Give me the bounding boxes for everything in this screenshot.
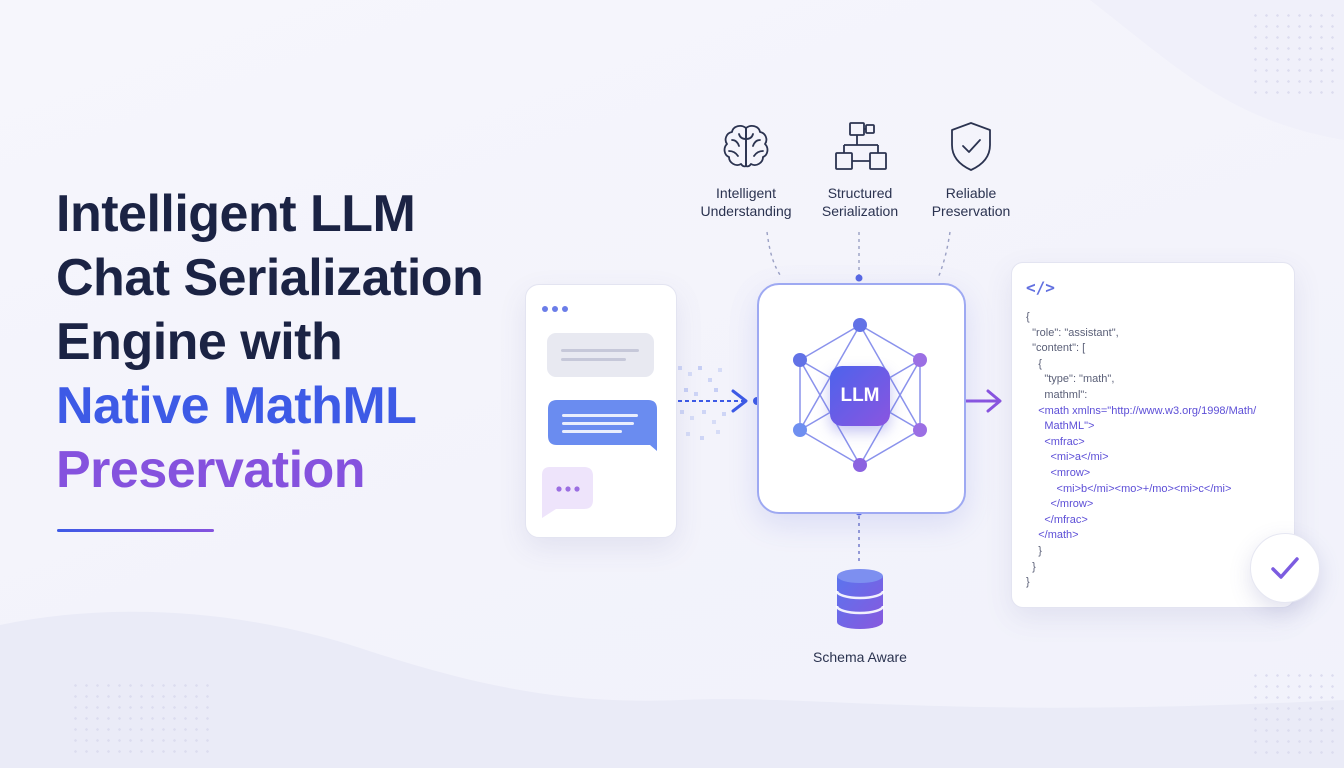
dot-pattern-top-right (1250, 10, 1340, 100)
storage-label: Schema Aware (813, 649, 907, 665)
headline-line-5: Preservation (56, 441, 366, 499)
dot-pattern-bottom-left (70, 680, 210, 760)
chat-illustration (542, 306, 657, 518)
code-line: <mfrac> (1026, 435, 1085, 448)
feature-label: Intelligent Understanding (700, 185, 792, 219)
headline-line-3: Engine with (56, 313, 343, 371)
code-brackets-icon: </> (1026, 278, 1055, 297)
headline-underline (57, 529, 214, 532)
code-line: </mrow> (1026, 498, 1094, 511)
code-line: } (1026, 560, 1036, 573)
headline-line-1: Intelligent LLM (56, 185, 416, 243)
code-line: <math xmlns="http://www.w3.org/1998/Math… (1026, 404, 1257, 417)
code-line: "role": "assistant", (1026, 326, 1119, 339)
feature-reliable-preservation: Reliable Preservation (911, 120, 1031, 220)
code-line: <mrow> (1026, 466, 1091, 479)
serialized-code: { "role": "assistant", "content": [ { "t… (1026, 310, 1256, 591)
code-line: mathml": (1026, 388, 1088, 401)
headline-line-2: Chat Serialization (56, 249, 484, 307)
feature-intelligent-understanding: Intelligent Understanding (686, 120, 806, 220)
code-line: { (1026, 311, 1030, 323)
code-line: </math> (1026, 529, 1079, 542)
headline-line-4: Native MathML (56, 377, 417, 435)
llm-chip: LLM (830, 366, 890, 426)
dot-pattern-bottom-right (1250, 670, 1340, 760)
code-line: "type": "math", (1026, 373, 1115, 386)
success-badge (1250, 533, 1320, 603)
feature-structured-serialization: Structured Serialization (800, 120, 920, 220)
code-line: MathML"> (1026, 420, 1095, 433)
code-line: } (1026, 544, 1042, 557)
code-line: <mi>a</mi> (1026, 451, 1109, 464)
brain-icon (723, 125, 769, 168)
serialized-output-card (1011, 262, 1295, 608)
flowchart-icon (835, 122, 887, 170)
code-line: { (1026, 357, 1042, 370)
schema-aware-storage: Schema Aware (800, 568, 920, 666)
headline: Intelligent LLM Chat Serialization Engin… (56, 182, 484, 502)
code-line: } (1026, 576, 1030, 589)
code-line: </mfrac> (1026, 513, 1088, 526)
code-line: <mi>b</mi><mo>+/mo><mi>c</mi> (1026, 482, 1232, 495)
chat-conversation-card (525, 284, 677, 538)
checkmark-icon (1271, 557, 1299, 579)
code-line: "content": [ (1026, 342, 1086, 355)
database-icon (835, 569, 885, 629)
shield-check-icon (951, 122, 991, 171)
feature-label: Reliable Preservation (931, 185, 1011, 219)
feature-label: Structured Serialization (821, 185, 899, 219)
